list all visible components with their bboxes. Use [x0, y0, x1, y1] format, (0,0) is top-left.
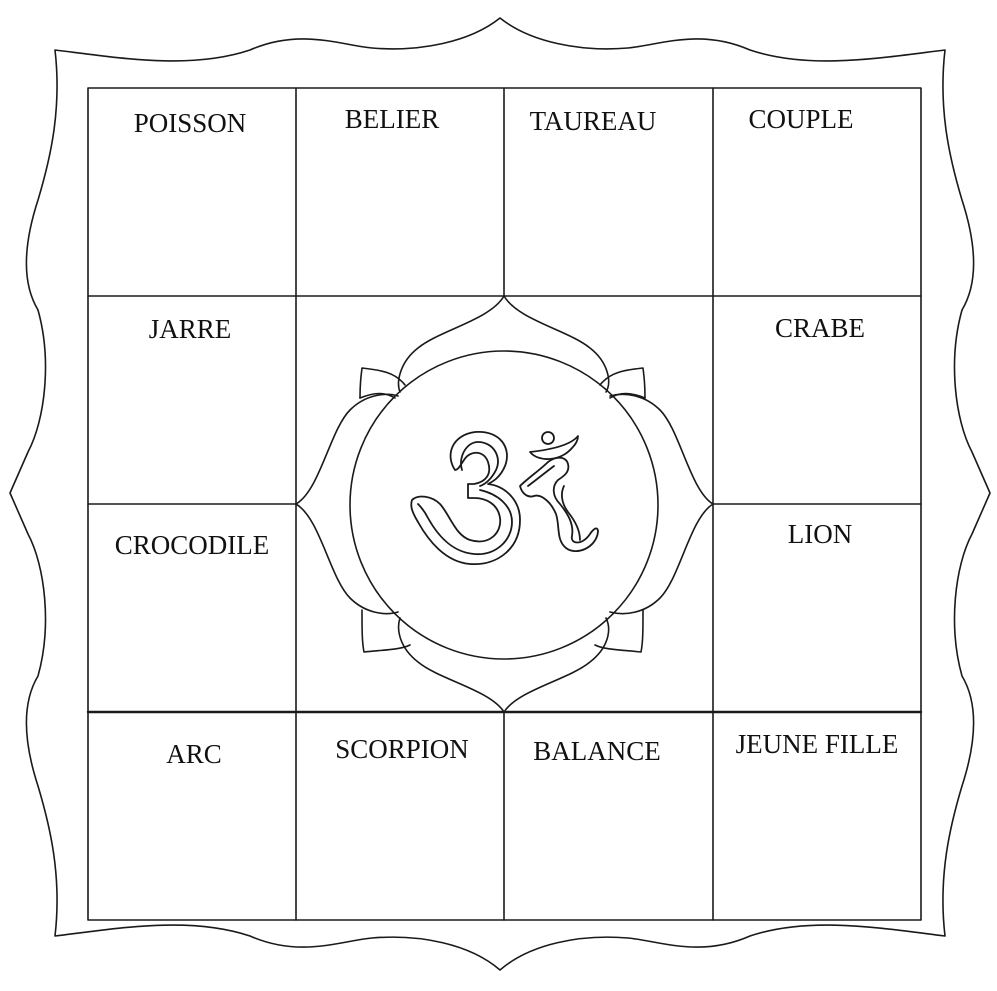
cell-label-jarre: JARRE: [149, 314, 232, 344]
cell-label-arc: ARC: [166, 739, 222, 769]
cell-label-poisson: POISSON: [134, 108, 247, 138]
cell-label-belier: BELIER: [345, 104, 440, 134]
cell-label-scorpion: SCORPION: [335, 734, 469, 764]
scalloped-frame: [10, 18, 990, 970]
cell-label-crocodile: CROCODILE: [115, 530, 270, 560]
cell-label-lion: LION: [788, 519, 852, 549]
cell-label-couple: COUPLE: [748, 104, 853, 134]
cell-label-jeune-fille: JEUNE FILLE: [736, 729, 899, 759]
cell-label-crabe: CRABE: [775, 313, 865, 343]
om-icon: [411, 432, 598, 564]
cell-label-taureau: TAUREAU: [530, 106, 657, 136]
cell-labels: POISSON BELIER TAUREAU COUPLE JARRE CRAB…: [115, 104, 899, 769]
cell-label-balance: BALANCE: [533, 736, 661, 766]
